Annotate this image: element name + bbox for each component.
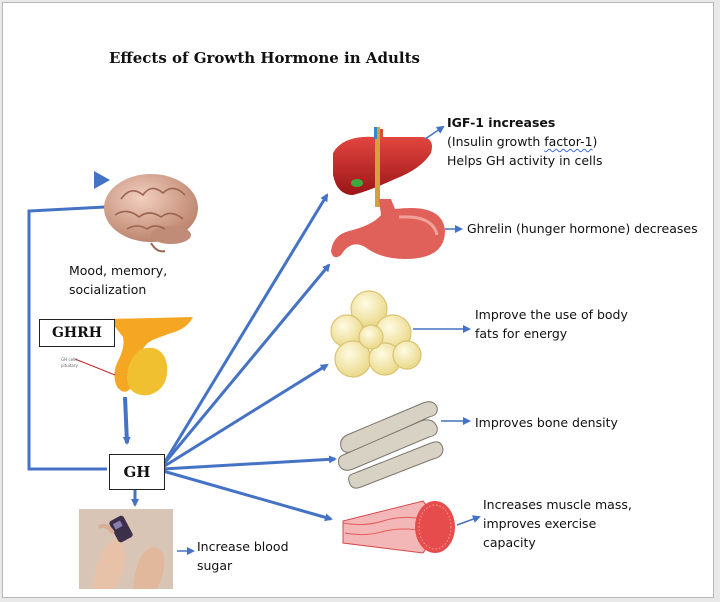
muscle-effect-label: Increases muscle mass, improves exercise…: [483, 495, 632, 552]
svg-text:pituitary: pituitary: [61, 363, 79, 368]
bone-icon: [338, 401, 444, 489]
gh-effect-arrows: [161, 193, 337, 522]
liver-effect-line-3: Helps GH activity in cells: [447, 153, 603, 168]
gh-label: GH: [123, 463, 151, 481]
diagram-frame: GH cells pituitary: [2, 2, 714, 598]
fat-cells-icon: [330, 290, 422, 378]
ghrh-label: GHRH: [51, 325, 103, 341]
feedback-loop-line: [27, 205, 107, 471]
muscle-effect-line-1: Increases muscle mass,: [483, 497, 632, 512]
liver-effect-line-2: (Insulin growth factor-1): [447, 134, 598, 149]
muscle-effect-arrow: [456, 515, 481, 526]
muscle-effect-line-3: capacity: [483, 535, 536, 550]
blood-effect-label: Increase blood sugar: [197, 537, 289, 575]
pituitary-gland-icon: GH cells pituitary: [61, 317, 193, 396]
stomach-effect-label: Ghrelin (hunger hormone) decreases: [467, 221, 698, 236]
stomach-icon: [331, 199, 445, 259]
diagram-title: Effects of Growth Hormone in Adults: [109, 49, 420, 67]
svg-text:GH cells: GH cells: [61, 357, 77, 362]
gland-to-gh-arrow: [122, 396, 131, 445]
liver-effect-label: IGF-1 increases (Insulin growth factor-1…: [447, 113, 602, 170]
muscle-icon: [342, 500, 455, 554]
liver-effect-line-1: IGF-1 increases: [447, 115, 556, 130]
blood-effect-line-2: sugar: [197, 558, 233, 573]
brain-effect-label: Mood, memory, socialization: [69, 261, 167, 299]
brain-icon: [104, 174, 198, 253]
muscle-effect-line-2: improves exercise: [483, 516, 597, 531]
brain-effect-line-1: Mood, memory,: [69, 263, 168, 278]
bone-effect-label: Improves bone density: [475, 415, 618, 430]
gh-box: GH: [109, 454, 165, 490]
liver-effect-arrow: [424, 125, 445, 140]
ghrh-box: GHRH: [39, 319, 115, 347]
fat-effect-line-1: Improve the use of body: [475, 307, 628, 322]
glucose-meter-photo: [79, 509, 173, 589]
liver-icon: [333, 127, 432, 207]
fat-effect-line-2: fats for energy: [475, 326, 568, 341]
diagram-artwork: GH cells pituitary: [27, 125, 481, 589]
brain-effect-line-2: socialization: [69, 282, 147, 297]
feedback-arrowhead-icon: [94, 171, 110, 189]
fat-effect-label: Improve the use of body fats for energy: [475, 305, 628, 343]
blood-effect-line-1: Increase blood: [197, 539, 289, 554]
